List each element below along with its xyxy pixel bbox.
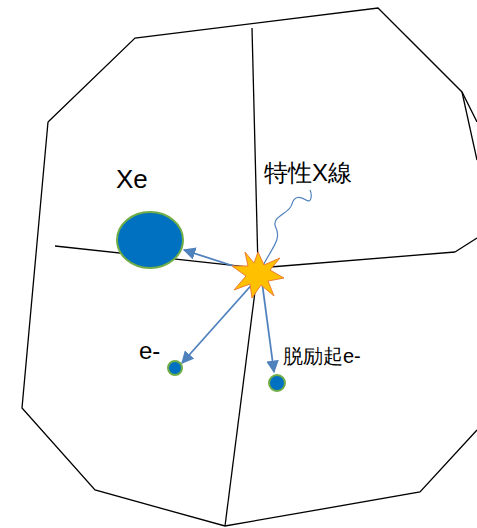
particle-fill bbox=[168, 361, 182, 375]
particle-fill bbox=[269, 375, 285, 391]
particle-fill bbox=[117, 212, 183, 268]
particle-label: Xe bbox=[116, 165, 148, 194]
prism-right-edge bbox=[462, 92, 477, 160]
prism-edges bbox=[22, 8, 477, 526]
scatter-arrow bbox=[262, 282, 274, 372]
electron-dot: e- bbox=[135, 338, 185, 378]
particle-label: e- bbox=[139, 338, 160, 364]
prism-inner-edge bbox=[258, 252, 455, 268]
prism-inner-edge bbox=[252, 28, 258, 268]
particle-label: 脱励起e- bbox=[283, 345, 361, 367]
prism-inner-edge bbox=[225, 268, 258, 526]
x-ray-label: 特性X線 bbox=[264, 160, 352, 186]
scatter-arrow bbox=[182, 280, 256, 363]
interaction-starburst bbox=[232, 252, 284, 298]
prism-inner-edge bbox=[455, 238, 477, 252]
auger-electron-dot: 脱励起e- bbox=[268, 345, 388, 393]
x-ray-wave bbox=[262, 190, 311, 268]
xenon-atom: Xe bbox=[110, 165, 195, 270]
prism-top-edge bbox=[48, 8, 477, 122]
prism-bottom-edge bbox=[22, 122, 477, 526]
